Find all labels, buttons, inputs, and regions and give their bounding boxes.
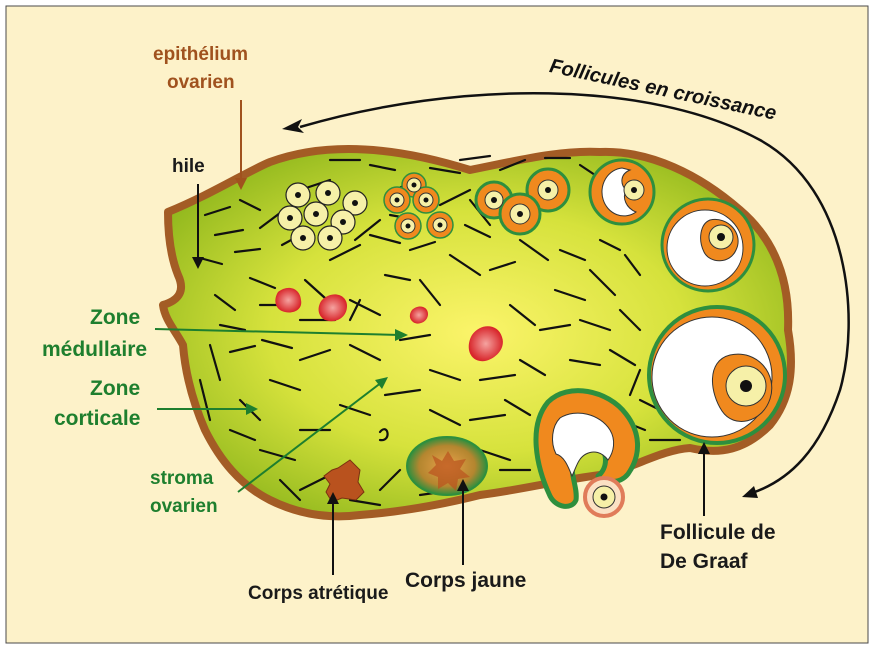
label-corps-atretique: Corps atrétique: [248, 583, 388, 604]
antral-follicle: [662, 199, 754, 291]
label-zone-medullaire-line1: Zone: [90, 306, 140, 329]
label-corps-jaune: Corps jaune: [405, 569, 526, 592]
label-epithelium-line2: ovarien: [167, 72, 235, 93]
ruptured-follicle: [536, 391, 638, 516]
label-follicule-graaf-line2: De Graaf: [660, 550, 749, 573]
label-hile: hile: [172, 156, 205, 177]
graafian-follicle: [649, 307, 785, 443]
label-stroma-line2: ovarien: [150, 496, 218, 517]
tertiary-follicle: [590, 160, 654, 224]
label-zone-corticale-line1: Zone: [90, 377, 140, 400]
label-zone-medullaire-line2: médullaire: [42, 338, 147, 361]
label-follicule-graaf-line1: Follicule de: [660, 521, 776, 544]
label-zone-corticale-line2: corticale: [54, 407, 140, 430]
corpus-luteum: [407, 437, 487, 495]
label-stroma-line1: stroma: [150, 468, 214, 489]
label-epithelium-line1: epithélium: [153, 44, 248, 65]
